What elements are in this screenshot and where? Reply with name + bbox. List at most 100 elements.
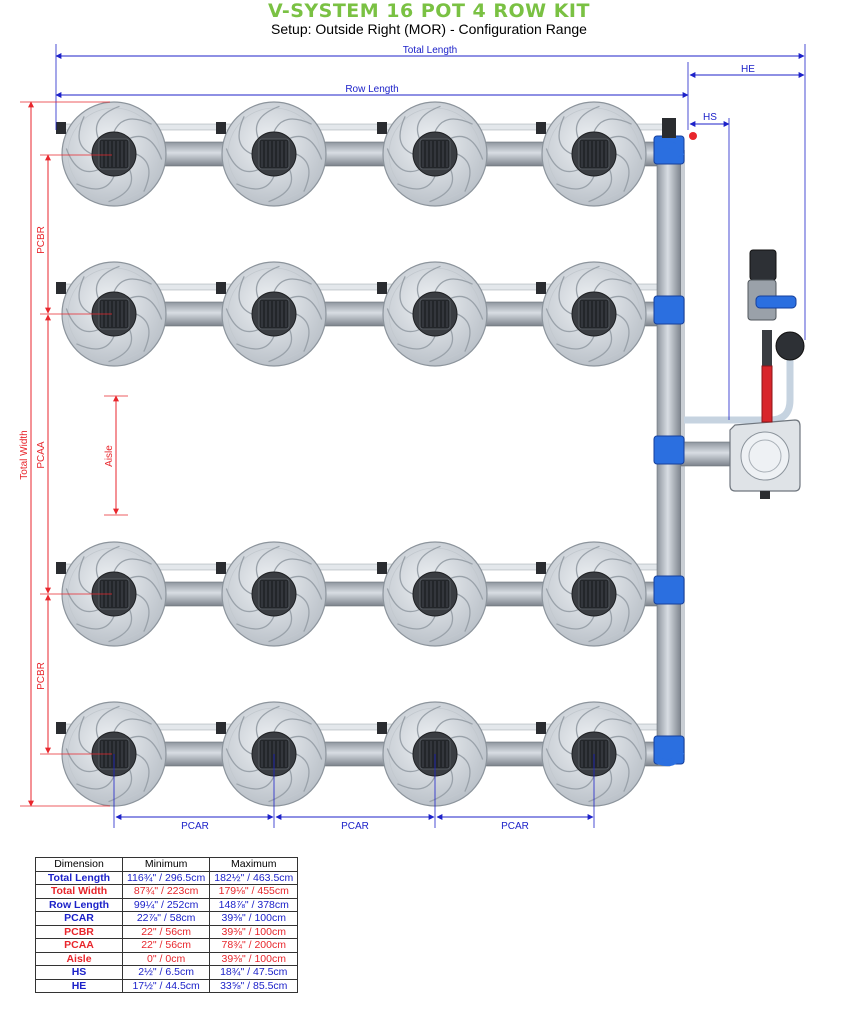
table-cell-dimension: Total Width (35, 884, 123, 899)
table-cell-minimum: 87¾" / 223cm (121, 884, 211, 899)
table-cell-dimension: PCAA (35, 938, 123, 953)
valve (56, 722, 66, 734)
pot (536, 261, 647, 367)
pot (56, 541, 167, 647)
total-length-label: Total Length (403, 45, 458, 56)
reservoir-equipment (662, 118, 805, 499)
valve (536, 282, 546, 294)
pcar-label: PCAR (341, 821, 369, 832)
drain-valve (760, 491, 770, 499)
valve (56, 122, 66, 134)
row-length-label: Row Length (345, 84, 398, 95)
table-cell-maximum: 179⅛" / 455cm (209, 884, 299, 899)
table-header-row: Dimension Minimum Maximum (35, 857, 299, 872)
manifold-fitting (653, 575, 685, 605)
total-width-label: Total Width (19, 430, 30, 479)
valve (762, 330, 772, 366)
valve (56, 562, 66, 574)
valve (377, 562, 387, 574)
table-cell-dimension: PCBR (35, 924, 123, 939)
table-cell-maximum: 39⅜" / 100cm (209, 951, 299, 966)
valve (216, 282, 226, 294)
pipework (59, 123, 794, 767)
pot (216, 101, 327, 207)
shutoff-valve (689, 132, 697, 140)
table-cell-dimension: Row Length (35, 897, 123, 912)
valve (216, 562, 226, 574)
pcar-label: PCAR (501, 821, 529, 832)
table-cell-dimension: Total Length (35, 870, 123, 885)
valve (536, 562, 546, 574)
pot (216, 541, 327, 647)
return-hose (684, 360, 794, 424)
table-cell-minimum: 17½" / 44.5cm (121, 978, 211, 993)
table-cell-maximum: 78¾" / 200cm (209, 938, 299, 953)
valve (216, 122, 226, 134)
controller-box (749, 249, 777, 281)
table-cell-dimension: Aisle (35, 951, 123, 966)
manifold-fitting (653, 435, 685, 465)
table-cell-maximum: 33⅝" / 85.5cm (209, 978, 299, 993)
feed-hose (761, 365, 773, 423)
pump-fitting (755, 295, 797, 309)
table-cell-maximum: 148⅞" / 378cm (209, 897, 299, 912)
valve (662, 118, 676, 138)
elbow-fitting (655, 750, 685, 767)
valve (377, 722, 387, 734)
valve (377, 122, 387, 134)
reservoir-pipe (680, 441, 734, 467)
pot (536, 541, 647, 647)
valve (536, 122, 546, 134)
table-header-dimension: Dimension (35, 857, 123, 872)
table-cell-minimum: 0" / 0cm (121, 951, 211, 966)
pot (377, 261, 488, 367)
pump-assembly (662, 118, 805, 423)
table-cell-dimension: PCAR (35, 911, 123, 926)
pcaa-label: PCAA (36, 441, 47, 469)
table-cell-minimum: 116¾" / 296.5cm (121, 870, 211, 885)
pcar-label: PCAR (181, 821, 209, 832)
pcbr-label: PCBR (36, 226, 47, 254)
filter (775, 331, 805, 361)
aisle-label: Aisle (104, 445, 115, 467)
valve (536, 722, 546, 734)
pot (536, 701, 647, 807)
table-cell-minimum: 22⅞" / 58cm (121, 911, 211, 926)
pot (216, 261, 327, 367)
pcbr-label: PCBR (36, 662, 47, 690)
table-cell-maximum: 39⅜" / 100cm (209, 924, 299, 939)
elbow-fitting (655, 140, 685, 158)
table-cell-minimum: 2½" / 6.5cm (121, 965, 211, 980)
table-cell-dimension: HE (35, 978, 123, 993)
table-cell-maximum: 18¾" / 47.5cm (209, 965, 299, 980)
manifold-fitting (653, 295, 685, 325)
pot (377, 101, 488, 207)
valve (377, 282, 387, 294)
he-label: HE (741, 64, 755, 75)
pot (216, 701, 327, 807)
table-cell-dimension: HS (35, 965, 123, 980)
reservoir-tank (729, 419, 801, 499)
valve (56, 282, 66, 294)
page-title: V-SYSTEM 16 POT 4 ROW KIT (268, 0, 590, 22)
pot (377, 541, 488, 647)
table-cell-minimum: 22" / 56cm (121, 938, 211, 953)
table-cell-minimum: 99¼" / 252cm (121, 897, 211, 912)
table-header-maximum: Maximum (209, 857, 299, 872)
page-subtitle: Setup: Outside Right (MOR) - Configurati… (271, 21, 587, 37)
table-header-minimum: Minimum (121, 857, 211, 872)
pot (536, 101, 647, 207)
table-cell-minimum: 22" / 56cm (121, 924, 211, 939)
pot-grid (56, 101, 647, 807)
